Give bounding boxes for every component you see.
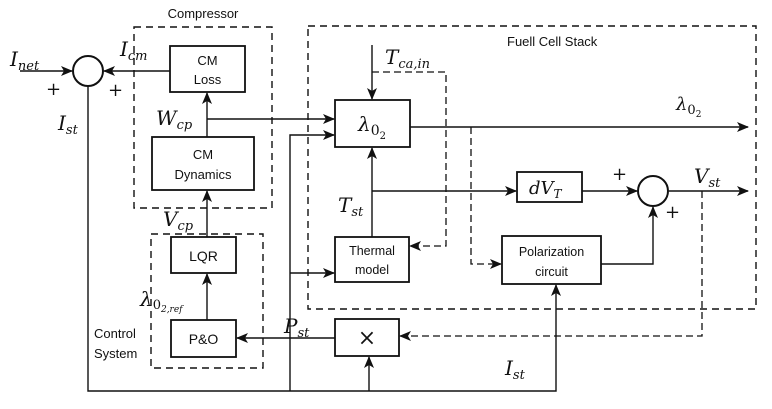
sum2-bottom-sign: + <box>665 202 680 223</box>
polarization-label-line2: circuit <box>535 265 568 279</box>
polarization-label-line1: Polarization <box>519 245 584 259</box>
v-st-label: Vst <box>694 164 721 191</box>
i-st-left-label: Ist <box>57 111 79 138</box>
i-st-loop-line <box>87 86 369 392</box>
v-cp-label: Vcp <box>163 207 194 234</box>
t-ca-in-to-thermal-line <box>372 71 447 251</box>
t-ca-in-label: Tca,in <box>385 45 430 72</box>
cm-loss-label-line2: Loss <box>194 72 222 87</box>
i-st-to-lambda-line <box>289 130 335 391</box>
compressor-boundary <box>133 26 273 209</box>
w-cp-label: Wcp <box>156 106 193 133</box>
t-st-label: Tst <box>338 193 364 220</box>
sum1-left-sign: + <box>46 79 61 100</box>
i-net-label: Inet <box>9 47 40 74</box>
control-system-boundary <box>150 233 264 369</box>
v-st-to-multiply-line <box>399 191 703 341</box>
lambda-o2-output-label: λ02 <box>675 94 701 120</box>
thermal-model-label-line2: model <box>355 263 389 277</box>
control-system-label-line1: Control <box>94 326 136 341</box>
dvt-label: dVT <box>529 178 563 201</box>
lambda-ref-label: λ02,ref <box>139 287 184 315</box>
control-system-group: Control System <box>94 233 264 369</box>
lambda-o2-block: λ02 <box>334 99 411 148</box>
po-block: P&O <box>170 319 237 358</box>
i-cm-label: Icm <box>119 37 148 64</box>
thermal-model-block: Thermal model <box>334 236 410 283</box>
i-st-to-polarization-line <box>369 284 561 392</box>
cm-loss-label-line1: CM <box>197 53 217 68</box>
lqr-label: LQR <box>189 248 218 264</box>
fuel-cell-stack-boundary <box>307 25 757 310</box>
i-st-bottom-label: Ist <box>504 356 526 383</box>
polarization-circuit-block: Polarization circuit <box>501 235 602 285</box>
cm-dynamics-label-line2: Dynamics <box>174 167 232 182</box>
po-label: P&O <box>189 331 219 347</box>
control-system-label-line2: System <box>94 346 137 361</box>
cm-dynamics-label-line1: CM <box>193 147 213 162</box>
multiply-block: × <box>334 318 400 357</box>
sum2-top-sign: + <box>612 164 627 185</box>
compressor-label: Compressor <box>168 6 239 21</box>
cm-dynamics-block: CM Dynamics <box>151 136 255 191</box>
fuel-cell-stack-group: Fuell Cell Stack <box>307 25 757 310</box>
compressor-group: Compressor <box>133 6 273 209</box>
polarization-to-sum-line <box>601 206 658 265</box>
summing-junction-voltage <box>637 175 669 207</box>
lqr-block: LQR <box>170 236 237 274</box>
multiply-icon: × <box>358 326 376 351</box>
cm-loss-block: CM Loss <box>169 45 246 93</box>
lambda-to-polarization-line <box>470 127 502 269</box>
summing-junction-current <box>72 55 104 87</box>
thermal-model-label-line1: Thermal <box>349 244 395 258</box>
sum1-right-sign: + <box>108 80 123 101</box>
lambda-o2-label: λ02 <box>357 112 386 142</box>
fuel-cell-stack-label: Fuell Cell Stack <box>507 34 598 49</box>
p-st-label: Pst <box>283 314 310 341</box>
dvt-block: dVT <box>516 171 583 203</box>
